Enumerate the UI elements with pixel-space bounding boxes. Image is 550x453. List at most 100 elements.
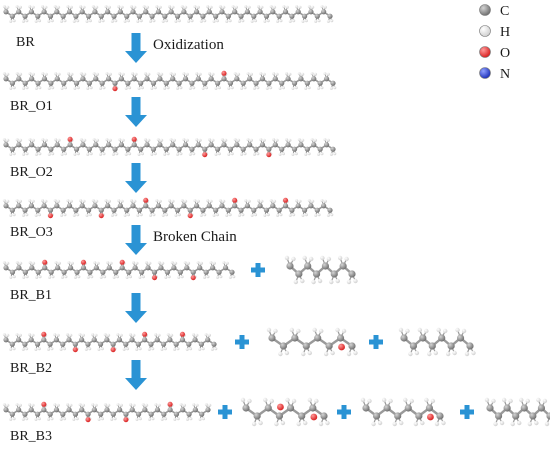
carbon-atom xyxy=(285,142,291,148)
carbon-atom xyxy=(41,9,47,15)
hydrogen-atom xyxy=(38,152,42,156)
carbon-atom xyxy=(22,341,28,347)
hydrogen-atom xyxy=(91,5,95,9)
down-arrow xyxy=(125,360,147,390)
hydrogen-atom xyxy=(173,417,177,421)
hydrogen-atom xyxy=(129,403,133,407)
hydrogen-atom xyxy=(329,279,334,285)
carbon-atom xyxy=(170,142,176,148)
carbon-atom xyxy=(202,146,208,152)
hydrogen-atom xyxy=(188,86,192,90)
carbon-atom xyxy=(174,13,181,19)
carbon-atom xyxy=(79,407,85,413)
hydrogen-atom xyxy=(176,86,180,90)
plus-sign xyxy=(235,335,249,349)
carbon-atom xyxy=(206,203,212,209)
hydrogen-atom xyxy=(38,86,42,90)
carbon-atom xyxy=(286,262,294,270)
hydrogen-atom xyxy=(18,403,22,407)
hydrogen-atom xyxy=(6,138,10,142)
hydrogen-atom xyxy=(121,72,125,76)
carbon-atom xyxy=(92,9,98,15)
carbon-atom xyxy=(98,207,104,213)
carbon-atom xyxy=(291,80,298,86)
carbon-atom xyxy=(289,207,295,213)
hydrogen-atom xyxy=(99,152,103,156)
hydrogen-atom xyxy=(274,421,279,427)
hydrogen-atom xyxy=(86,86,90,90)
carbon-atom xyxy=(9,411,15,417)
hydrogen-atom xyxy=(198,417,202,421)
carbon-atom xyxy=(35,146,41,152)
hydrogen-atom xyxy=(193,199,197,203)
hydrogen-atom xyxy=(314,398,319,404)
hydrogen-atom xyxy=(66,199,70,203)
hydrogen-atom xyxy=(118,138,122,142)
hydrogen-atom xyxy=(25,19,29,23)
hydrogen-atom xyxy=(471,350,476,356)
carbon-atom xyxy=(298,142,304,148)
carbon-atom xyxy=(144,76,150,82)
hydrogen-atom xyxy=(326,19,330,23)
hydrogen-atom xyxy=(104,5,108,9)
hydrogen-atom xyxy=(154,403,158,407)
carbon-atom xyxy=(219,9,225,15)
carbon-atom xyxy=(268,334,276,342)
hydrogen-atom xyxy=(91,403,95,407)
carbon-atom xyxy=(16,203,22,209)
hydrogen-atom xyxy=(417,327,423,333)
carbon-atom xyxy=(173,341,179,347)
hydrogen-atom xyxy=(137,152,141,156)
carbon-atom xyxy=(503,404,511,412)
hydrogen-atom xyxy=(399,420,404,426)
hydrogen-atom xyxy=(171,5,175,9)
hydrogen-atom xyxy=(311,199,315,203)
hydrogen-atom xyxy=(173,72,177,76)
hydrogen-atom xyxy=(107,5,111,9)
carbon-atom xyxy=(98,411,104,417)
hydrogen-atom xyxy=(51,152,55,156)
carbon-atom xyxy=(189,80,195,86)
hydrogen-atom xyxy=(25,417,29,421)
down-arrow xyxy=(125,163,147,193)
oxygen-atom xyxy=(143,197,149,203)
hydrogen-atom xyxy=(184,5,188,9)
hydrogen-atom xyxy=(215,19,219,23)
hydrogen-atom xyxy=(76,152,80,156)
hydrogen-atom xyxy=(296,421,301,427)
hydrogen-atom xyxy=(180,275,184,279)
hydrogen-atom xyxy=(22,86,26,90)
carbon-atom xyxy=(98,13,104,19)
carbon-atom xyxy=(193,9,200,15)
oxygen-atom xyxy=(85,417,91,423)
hydrogen-atom xyxy=(256,86,260,90)
carbon-atom xyxy=(311,142,317,148)
hydrogen-atom xyxy=(455,327,460,333)
carbon-atom xyxy=(66,337,72,343)
hydrogen-atom xyxy=(113,417,117,421)
hydrogen-atom xyxy=(2,5,6,9)
hydrogen-atom xyxy=(157,333,161,337)
hydrogen-atom xyxy=(63,347,67,351)
carbon-atom xyxy=(247,76,253,82)
carbon-atom xyxy=(111,207,117,213)
hydrogen-atom xyxy=(183,261,187,265)
hydrogen-atom xyxy=(301,351,306,357)
hydrogen-atom xyxy=(107,199,111,203)
hydrogen-atom xyxy=(218,199,222,203)
carbon-atom xyxy=(123,411,129,417)
carbon-atom xyxy=(325,342,333,350)
hydrogen-atom xyxy=(60,86,64,90)
hydrogen-atom xyxy=(165,19,169,23)
carbon-atom xyxy=(270,203,276,209)
hydrogen-atom xyxy=(140,86,144,90)
hydrogen-atom xyxy=(233,72,237,76)
carbon-atom xyxy=(436,412,444,420)
carbon-atom xyxy=(242,404,250,412)
carbon-atom xyxy=(143,203,149,209)
hydrogen-atom xyxy=(212,261,216,265)
hydrogen-atom xyxy=(127,19,131,23)
carbon-atom xyxy=(61,269,67,275)
hydrogen-atom xyxy=(377,420,383,426)
hydrogen-atom xyxy=(326,138,330,142)
